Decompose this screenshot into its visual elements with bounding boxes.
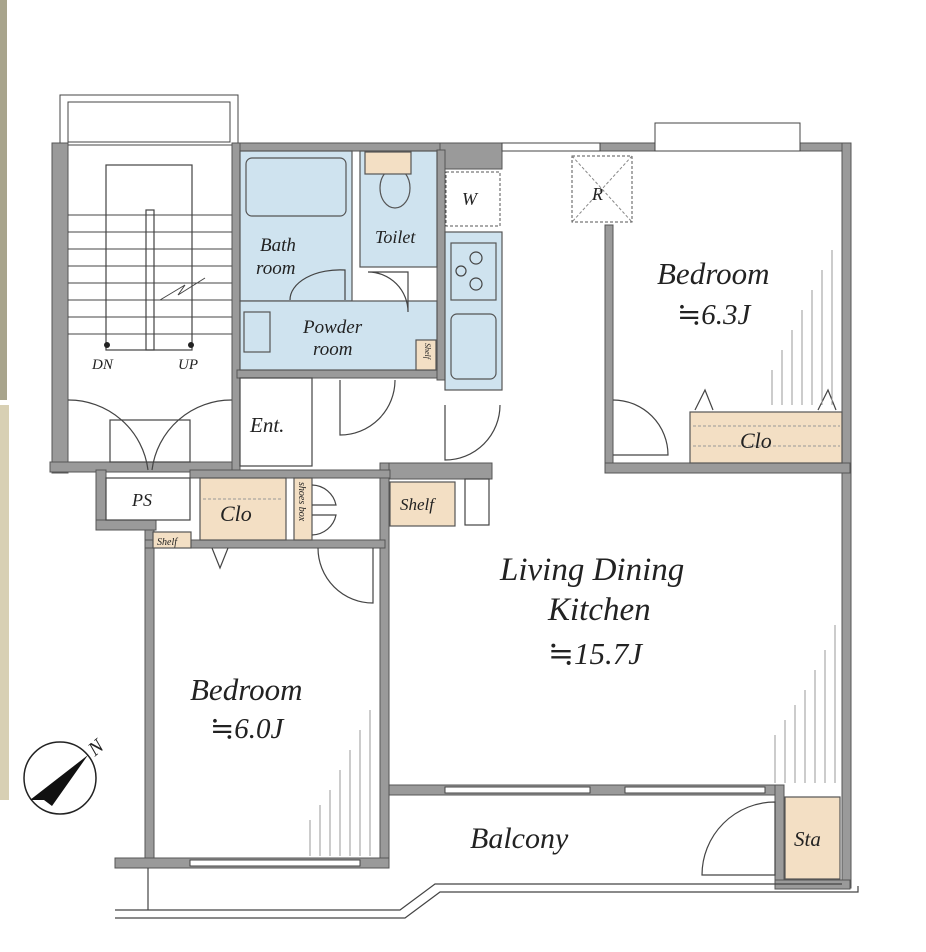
bedroom-left: Bedroom ≒6.0J bbox=[190, 672, 371, 856]
bath-label-2: room bbox=[256, 258, 295, 279]
photo-strip-top bbox=[0, 0, 7, 400]
powder-label-2: room bbox=[313, 339, 352, 360]
kitchen-sink-icon bbox=[450, 313, 497, 380]
shelf-ldk bbox=[389, 481, 456, 527]
sink-icon bbox=[243, 311, 271, 353]
stove-icon bbox=[450, 242, 497, 301]
stair-up-label: UP bbox=[178, 357, 198, 373]
shelf-small-label: Shelf bbox=[157, 537, 178, 548]
ldk-name-1: Living Dining bbox=[499, 552, 684, 588]
balcony-door bbox=[701, 801, 776, 876]
entrance-label: Ent. bbox=[249, 413, 284, 437]
bedroom-right-name: Bedroom bbox=[657, 256, 770, 291]
ldk-size: ≒15.7J bbox=[548, 636, 643, 671]
bedroom-right-size: ≒6.3J bbox=[677, 299, 752, 331]
balcony-label: Balcony bbox=[470, 822, 569, 855]
bathtub bbox=[245, 157, 347, 217]
storage-label: Sta bbox=[794, 827, 821, 851]
closet-entry-label: Clo bbox=[220, 501, 252, 526]
stairwell: DN UP bbox=[49, 94, 241, 474]
toilet-label: Toilet bbox=[375, 227, 416, 247]
shoes-box-label: shoes box bbox=[296, 482, 307, 522]
bedroom-left-size: ≒6.0J bbox=[210, 713, 285, 745]
closet-entry bbox=[199, 477, 287, 541]
shelf-ldk-label: Shelf bbox=[400, 495, 436, 514]
ps-label: PS bbox=[131, 490, 152, 510]
compass-icon: N bbox=[23, 734, 110, 815]
walls bbox=[95, 122, 859, 919]
living-dining-kitchen: Living Dining Kitchen ≒15.7J bbox=[499, 552, 836, 783]
photo-strip-bottom bbox=[0, 405, 9, 800]
closet-bedroom-label: Clo bbox=[740, 428, 772, 453]
ldk-name-2: Kitchen bbox=[547, 592, 651, 628]
shelf-powder-label: Shelf bbox=[423, 343, 432, 361]
entrance bbox=[239, 377, 313, 467]
storage bbox=[784, 796, 841, 880]
shelf-powder bbox=[415, 339, 437, 371]
powder-label-1: Powder bbox=[302, 317, 363, 338]
bath-label-1: Bath bbox=[260, 235, 296, 256]
fridge-space bbox=[571, 155, 633, 223]
washer-label: W bbox=[462, 189, 479, 209]
shelf-small bbox=[152, 531, 192, 549]
fridge-label: R bbox=[591, 184, 603, 204]
washer-space bbox=[445, 171, 501, 227]
powder-room bbox=[239, 300, 438, 371]
shoes-box bbox=[293, 477, 313, 541]
bedroom-right: Bedroom ≒6.3J Clo bbox=[612, 250, 843, 464]
stair-down-label: DN bbox=[91, 357, 114, 373]
closet-bedroom bbox=[689, 411, 843, 464]
bedroom-left-name: Bedroom bbox=[190, 672, 303, 707]
